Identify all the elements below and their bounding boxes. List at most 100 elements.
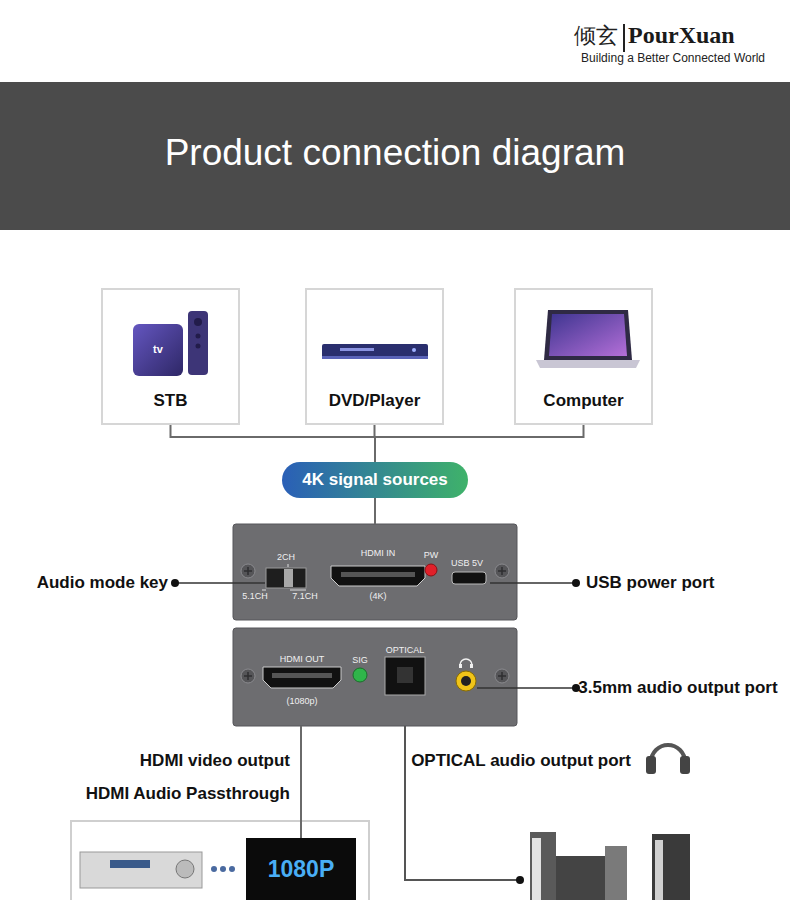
port-label: OPTICAL [386,646,425,655]
receiver-display [110,860,150,868]
ellipsis-dot [211,866,217,872]
title-band [0,82,790,230]
power-led [425,564,437,576]
ellipsis-dot [229,866,235,872]
hdmi-out-port [263,667,341,688]
signal-pill: 4K signal sources [282,462,468,498]
speaker [556,856,606,900]
leader-line [477,687,576,689]
speaker [605,846,627,900]
connector-line [171,425,376,462]
screw-slot [498,672,506,680]
screw-slot [244,672,252,680]
remote-button [196,334,201,339]
leader-line [175,582,265,584]
hdmi-pins [341,572,415,577]
screw [241,564,255,578]
port-label: 7.1CH [292,592,318,601]
page-title: Product connection diagram [165,131,626,175]
remote-button [194,318,202,326]
laptop-base [536,360,640,368]
hdmi-in-port [331,566,425,586]
device-panel [233,524,517,620]
signal-led [353,668,367,682]
callout-label: 3.5mm audio output port [578,678,778,698]
port-label: 2CH [277,553,295,562]
output-label: OPTICAL audio output port [410,751,632,771]
set-top-box [133,324,183,376]
source-name: Computer [543,391,623,411]
source-name: DVD/Player [329,391,421,411]
port-label: HDMI IN [361,549,396,558]
screw-slot [244,567,252,575]
leader-line [490,582,576,584]
av-receiver [80,852,202,888]
mode-switch [266,568,306,588]
brand-tagline: Building a Better Connected World [581,51,765,65]
leader-dot [171,579,179,587]
laptop-lid [544,310,632,360]
headphone-mark [470,664,473,668]
logo-divider [623,24,625,52]
dvd-tray [340,348,374,351]
speaker [530,832,556,900]
remote-control [188,311,208,375]
output-panel: HDMI OUT (1080p) SIG OPTICAL [233,628,517,726]
device-panel [233,628,517,726]
speaker-highlight [532,838,541,900]
port-label: PW [424,551,439,560]
connector-line [375,425,584,462]
output-label: HDMI Audio Passthrough [86,784,290,804]
optical-shutter [397,667,413,683]
switch-tick [262,564,306,590]
callout-label: Audio mode key [37,573,168,593]
connector-line [374,498,376,524]
switch-knob [284,569,293,587]
dvd-light [412,348,416,352]
source-name: STB [154,391,188,411]
connector-line [300,726,302,838]
device-logo: tv [153,343,163,356]
brand-name: PourXuan [628,21,735,49]
port-label: SIG [352,656,368,665]
laptop-screen [549,314,627,356]
remote-button [196,344,201,349]
headphone-mark [459,664,462,668]
headphones-icon [680,756,690,774]
hdmi-pins [272,673,332,678]
screw [495,564,509,578]
port-label: (4K) [369,592,386,601]
source-box: STB [101,288,240,425]
resolution-text: 1080P [268,856,335,883]
optical-wire [405,726,520,880]
input-panel: 2CH 5.1CH 7.1CH HDMI IN (4K) PW USB 5V [233,524,517,620]
port-label: (1080p) [286,697,317,706]
screw [495,669,509,683]
screw [241,669,255,683]
output-frame [71,821,369,900]
wire-dot [516,876,524,884]
dvd-player [322,344,428,358]
headphones-icon [651,745,685,762]
receiver-knob [176,860,194,878]
source-box: Computer [514,288,653,425]
headphones-icon [646,756,656,774]
usb-port [452,572,486,584]
port-label: USB 5V [451,559,483,568]
callout-label: USB power port [586,573,714,593]
output-label: HDMI video output [140,751,290,771]
optical-port [385,657,425,695]
source-box: DVD/Player [305,288,444,425]
display-screen: 1080P [246,838,356,900]
speaker-highlight [655,840,663,900]
screw-slot [498,567,506,575]
port-label: HDMI OUT [280,655,325,664]
jack-hole [461,676,471,686]
leader-dot [572,579,580,587]
ellipsis-dot [220,866,226,872]
dvd-trim [322,356,428,359]
port-label: 5.1CH [242,592,268,601]
brand-chinese: 倾玄 [574,23,618,49]
pill-text: 4K signal sources [302,470,448,490]
